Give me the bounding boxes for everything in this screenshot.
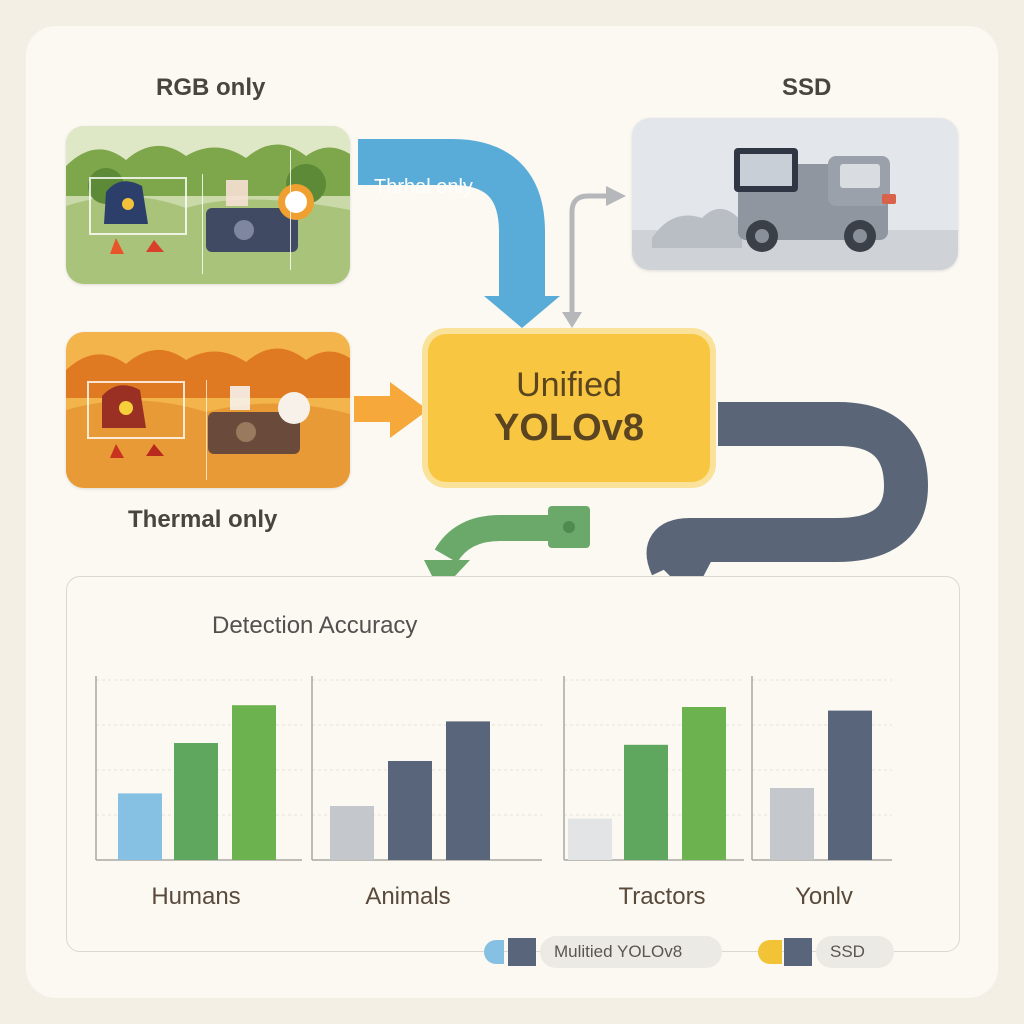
bar-humans-2	[174, 743, 218, 860]
orange-arrow-head	[390, 382, 428, 438]
bar-humans-1	[118, 793, 162, 860]
legend-swatch-2b	[784, 938, 812, 966]
thermal-only-label: Thermal only	[128, 506, 278, 533]
bar-tractors-3	[682, 707, 726, 860]
blue-arrow-label: Thrhal only	[374, 176, 473, 198]
slate-pipe	[646, 402, 929, 576]
ssd-top-label: SSD	[782, 74, 832, 101]
bar-humans-3	[232, 705, 276, 860]
category-label-tractors: Tractors	[618, 883, 705, 910]
blue-arrow-body	[358, 139, 545, 296]
green-pipe	[434, 515, 560, 564]
category-label-animals: Animals	[365, 883, 450, 910]
category-label-yonlv: Yonlv	[795, 883, 853, 910]
unified-yolo-box: Unified YOLOv8	[428, 334, 710, 482]
bar-tractors-1	[568, 818, 612, 860]
bar-animals-2	[388, 761, 432, 860]
rgb-only-label: RGB only	[156, 74, 266, 101]
bar-tractors-2	[624, 744, 668, 860]
yolo-line1: Unified	[516, 366, 622, 404]
bar-yonlv-2	[828, 710, 872, 860]
rgb-image	[66, 126, 350, 284]
legend-swatch-1b	[508, 938, 536, 966]
gray-connector-arrow	[569, 193, 610, 318]
blue-arrow-head	[484, 296, 560, 328]
gray-arrow-head-down	[562, 312, 582, 328]
legend-swatch-1a	[484, 940, 504, 964]
ssd-image	[632, 118, 958, 270]
orange-arrow-body	[354, 396, 392, 422]
category-label-humans: Humans	[151, 883, 240, 910]
legend-item-1: Mulitied YOLOv8	[540, 936, 722, 968]
gray-arrow-head-right	[606, 186, 626, 206]
thermal-image	[66, 332, 350, 488]
legend-swatch-2a	[758, 940, 782, 964]
chart-title: Detection Accuracy	[212, 612, 418, 639]
bar-animals-3	[446, 721, 490, 860]
legend-item-2: SSD	[816, 936, 894, 968]
yolo-line2: YOLOv8	[494, 407, 644, 449]
bar-animals-1	[330, 806, 374, 860]
bar-yonlv-1	[770, 788, 814, 860]
